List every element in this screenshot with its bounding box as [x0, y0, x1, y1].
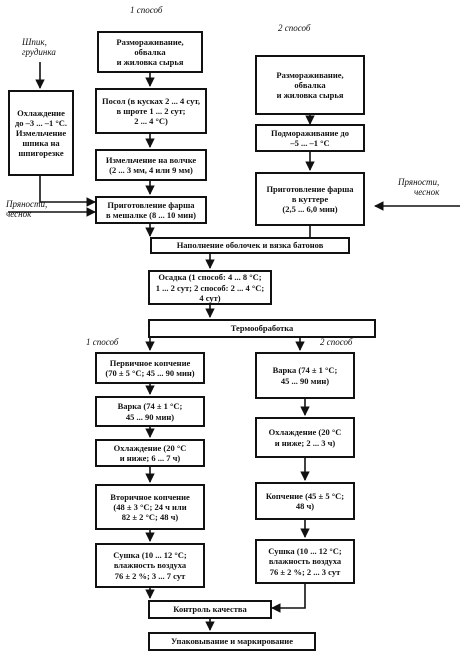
- step-cooling-method2: Охлаждение (20 °С и ниже; 2 ... 3 ч): [255, 417, 355, 458]
- method2-header: 2 способ: [278, 23, 311, 33]
- step-fat-cooling: Охлаждение до –3 ... –1 °С. Измельчение …: [8, 90, 74, 176]
- step-filling: Наполнение оболочек и вязка батонов: [150, 237, 350, 254]
- step-mixer-prep: Приготовление фарша в мешалке (8 ... 10 …: [95, 196, 207, 224]
- step-drying-method1: Сушка (10 ... 12 °С; влажность воздуха 7…: [95, 543, 205, 588]
- step-thermal: Термообработка: [148, 319, 376, 338]
- step-cutter-prep: Приготовление фарша в куттере (2,5 ... 6…: [255, 172, 365, 226]
- step-mincing: Измельчение на волчке (2 ... 3 мм, 4 или…: [95, 149, 207, 181]
- pork-fat-input: Шпик, грудинка: [22, 37, 56, 57]
- step-quality-control: Контроль качества: [148, 600, 272, 619]
- step-smoking-method2: Копчение (45 ± 5 °С; 48 ч): [255, 482, 355, 520]
- step-drying-method2: Сушка (10 ... 12 °С; влажность воздуха 7…: [255, 539, 355, 584]
- method1-header: 1 способ: [130, 5, 163, 15]
- step-cooling-method1: Охлаждение (20 °С и ниже; 6 ... 7 ч): [95, 439, 205, 467]
- step-salting: Посол (в кусках 2 ... 4 сут, в шроте 1 .…: [95, 88, 207, 134]
- step-thaw-method1: Размораживание, обвалка и жиловка сырья: [97, 31, 203, 73]
- step-primary-smoking: Первичное копчение (70 ± 5 °С; 45 ... 90…: [95, 352, 205, 384]
- method1-lower-header: 1 способ: [86, 337, 119, 347]
- step-cooking-method2: Варка (74 ± 1 °С; 45 ... 90 мин): [255, 352, 355, 399]
- step-thaw-method2: Размораживание, обвалка и жиловка сырья: [255, 55, 365, 115]
- step-prefreezing: Подмораживание до –5 ... –1 °С: [255, 124, 365, 152]
- step-packaging: Упаковывание и маркирование: [148, 632, 316, 651]
- step-secondary-smoking: Вторичное копчение (48 ± 3 °С; 24 ч или …: [95, 484, 205, 530]
- step-cooking-method1: Варка (74 ± 1 °С; 45 ... 90 мин): [95, 396, 205, 427]
- method2-lower-header: 2 способ: [320, 337, 353, 347]
- spices-left-input: Пряности, чеснок: [6, 199, 48, 219]
- step-settling: Осадка (1 способ: 4 ... 8 °С; 1 ... 2 су…: [148, 270, 272, 305]
- spices-right-input: Пряности, чеснок: [398, 177, 440, 197]
